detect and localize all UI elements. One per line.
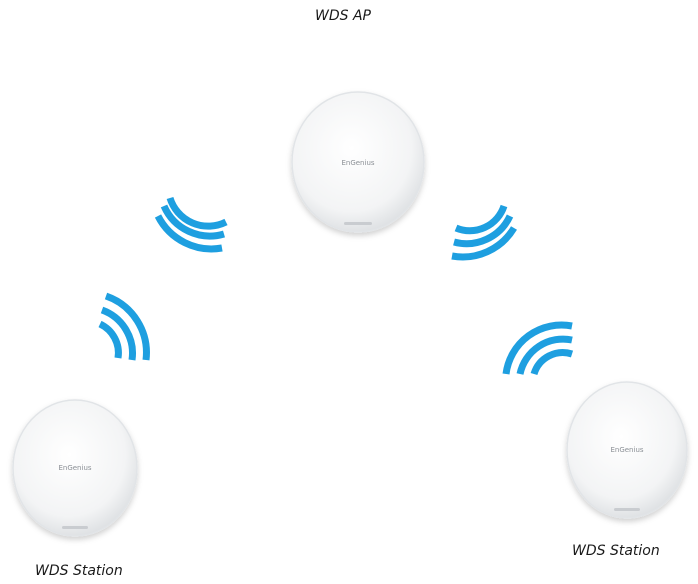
wifi-signal-icon-lower-left (98, 292, 158, 367)
wifi-signal-icon-lower-right (502, 320, 578, 380)
wds-station-left-device: EnGenius (8, 396, 142, 540)
brand-logo: EnGenius (610, 446, 643, 454)
wds-station-right-device: EnGenius (562, 378, 692, 522)
access-point-device-icon: EnGenius (12, 399, 138, 537)
station-right-label: WDS Station (572, 543, 660, 559)
brand-logo: EnGenius (341, 159, 374, 167)
wifi-signal-icon-upper-right (448, 204, 523, 266)
wifi-signal-icon-upper-left (150, 196, 230, 260)
ap-label: WDS AP (315, 8, 371, 24)
station-left-label: WDS Station (35, 563, 123, 579)
access-point-device-icon: EnGenius (566, 381, 688, 519)
brand-logo: EnGenius (58, 464, 91, 472)
wds-ap-device: EnGenius (288, 88, 428, 236)
access-point-device-icon: EnGenius (291, 91, 425, 233)
